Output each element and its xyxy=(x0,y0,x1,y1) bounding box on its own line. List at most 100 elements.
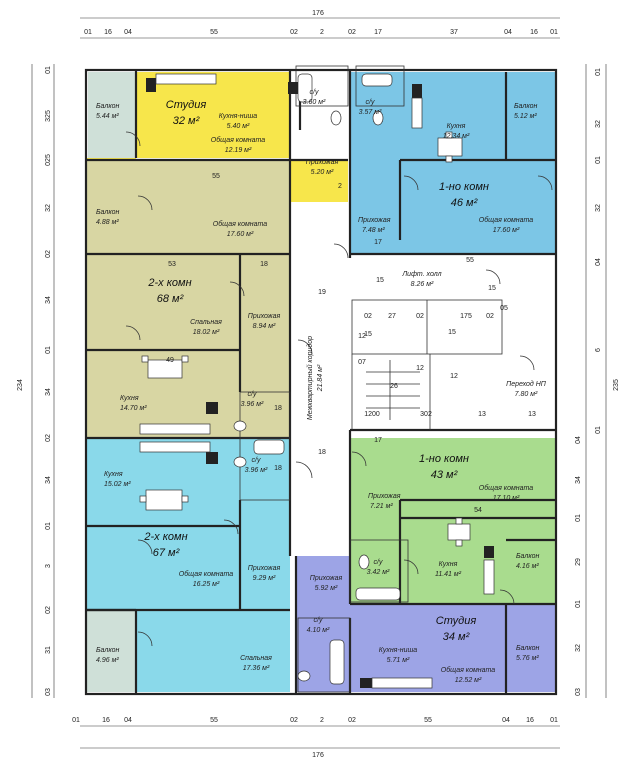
toilet-icon xyxy=(233,420,247,432)
apt-title-studio-top: Студия xyxy=(166,99,207,111)
dim-inner: 54 xyxy=(474,507,482,514)
dim-inner: 13 xyxy=(528,411,536,418)
room-name: Балкон xyxy=(96,647,120,654)
room-area: 4.88 м² xyxy=(96,219,119,226)
dim-inner: 19 xyxy=(318,289,326,296)
room-area: 17.10 м² xyxy=(493,495,520,502)
room-area: 8.94 м² xyxy=(253,323,276,330)
dim-inner: 15 xyxy=(448,329,456,336)
room-area: 18.02 м² xyxy=(193,329,220,336)
fill-studio-top-balcony xyxy=(88,72,136,158)
apt-area-one-room-bottom: 43 м² xyxy=(431,469,458,481)
room-area: 7.48 м² xyxy=(362,227,385,234)
fill-two-room-bottom-balcony xyxy=(86,610,136,692)
room-name: Переход НП xyxy=(506,380,547,388)
room-name: с/у xyxy=(310,89,319,96)
bathtub-icon xyxy=(355,587,401,601)
room-name: Общая комната xyxy=(479,484,533,492)
dim-inner: 17 xyxy=(374,239,382,246)
dim-bottom-total: 176 xyxy=(312,752,324,759)
dim-inner: 175 xyxy=(460,313,472,320)
dim-left-seg: 34 xyxy=(45,476,52,484)
dim-top-seg: 16 xyxy=(530,29,538,36)
fill-one-room-bottom xyxy=(350,438,556,604)
fill-studio-bottom xyxy=(296,556,556,692)
dim-right-seg: 04 xyxy=(595,258,602,266)
room-name: с/у xyxy=(366,99,375,106)
dim-left-seg: 325 xyxy=(45,110,52,122)
room-name: Прихожая xyxy=(306,159,339,166)
stove-icon xyxy=(146,78,494,688)
room-area: 9.29 м² xyxy=(253,575,276,582)
dim-bottom-seg: 16 xyxy=(102,717,110,724)
apt-area-two-room-top: 68 м² xyxy=(157,293,184,305)
dim-inner: 15 xyxy=(376,277,384,284)
dim-right-seg: 32 xyxy=(595,120,602,128)
room-name: Общая комната xyxy=(213,220,267,228)
room-name: Балкон xyxy=(96,209,120,216)
room-labels: Балкон 5.44 м² Кухня-ниша 5.40 м² Общая … xyxy=(96,89,547,684)
room-area: 7.80 м² xyxy=(515,391,538,398)
dim-top-seg: 37 xyxy=(450,29,458,36)
dim-right-seg: 32 xyxy=(575,644,582,652)
dim-inner: 13 xyxy=(478,411,486,418)
room-name: Прихожая xyxy=(358,217,391,224)
dim-inner: 49 xyxy=(166,357,174,364)
dim-right-seg: 6 xyxy=(595,348,602,352)
bathtub-icon xyxy=(297,73,313,103)
dim-inner: 18 xyxy=(274,405,282,412)
room-area: 5.76 м² xyxy=(516,655,539,662)
room-area: 14.70 м² xyxy=(120,405,147,412)
room-area: 5.44 м² xyxy=(96,113,119,120)
apt-area-studio-top: 32 м² xyxy=(173,115,200,127)
dim-bottom-seg: 04 xyxy=(124,717,132,724)
dim-right-seg: 04 xyxy=(575,436,582,444)
room-area: 5.20 м² xyxy=(311,169,334,176)
dim-inner: 53 xyxy=(168,261,176,268)
dim-inner: 2 xyxy=(338,183,342,190)
dim-inner: 55 xyxy=(466,257,474,264)
apt-title-studio-bottom: Студия xyxy=(436,615,477,627)
dim-right-seg: 01 xyxy=(595,426,602,434)
apt-title-one-room-bottom: 1-но комн xyxy=(419,453,469,465)
dim-left-seg: 02 xyxy=(45,434,52,442)
room-name: Спальная xyxy=(240,655,272,662)
bathtub-icon xyxy=(253,439,285,455)
toilet-icon xyxy=(297,670,311,682)
walls xyxy=(84,65,558,696)
room-name: Кухня-ниша xyxy=(379,647,418,654)
dim-inner: 12 xyxy=(358,333,366,340)
room-name: Кухня-ниша xyxy=(219,113,258,120)
dim-inner: 12 xyxy=(416,365,424,372)
bathtub-icon xyxy=(361,73,393,87)
toilet-icon xyxy=(233,456,247,468)
dim-left-seg: 31 xyxy=(45,646,52,654)
room-name: Прихожая xyxy=(310,575,343,582)
room-name: с/у xyxy=(248,391,257,398)
dim-bottom-seg: 55 xyxy=(210,717,218,724)
bathtub-icon xyxy=(329,639,345,685)
fixtures xyxy=(125,73,553,689)
room-name: Кухня xyxy=(439,561,458,568)
dim-top-seg: 02 xyxy=(290,29,298,36)
room-area: 17.60 м² xyxy=(493,227,520,234)
dim-right-seg: 01 xyxy=(595,156,602,164)
room-name: Кухня xyxy=(120,395,139,402)
dim-inner: 05 xyxy=(500,305,508,312)
fill-studio-top xyxy=(86,72,348,202)
dim-inner: 12 xyxy=(450,373,458,380)
dim-left-total: 234 xyxy=(17,379,24,391)
dim-left-seg: 03 xyxy=(45,688,52,696)
dim-left-seg: 34 xyxy=(45,388,52,396)
room-name: Балкон xyxy=(514,103,538,110)
dim-inner: 55 xyxy=(212,173,220,180)
room-area: 7.21 м² xyxy=(370,503,393,510)
dim-right-seg: 01 xyxy=(575,514,582,522)
apt-area-studio-bottom: 34 м² xyxy=(443,631,470,643)
dim-top-seg: 01 xyxy=(550,29,558,36)
room-name: Прихожая xyxy=(248,565,281,572)
room-area: 5.71 м² xyxy=(387,657,410,664)
dim-left-seg: 02 xyxy=(45,250,52,258)
room-name: Прихожая xyxy=(248,313,281,320)
dim-top-seg: 04 xyxy=(504,29,512,36)
